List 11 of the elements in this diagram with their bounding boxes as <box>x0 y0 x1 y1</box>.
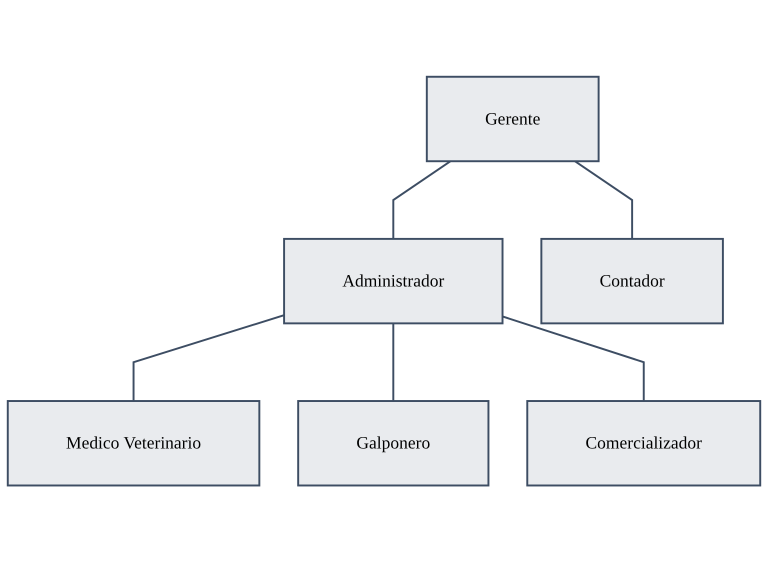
connector <box>574 160 634 240</box>
node-box: Galponero <box>297 400 490 487</box>
node-box: Medico Veterinario <box>6 400 260 487</box>
connector <box>392 324 394 402</box>
node-box: Contador <box>540 238 724 325</box>
connector <box>502 316 645 402</box>
connector <box>392 160 452 240</box>
node-box: Comercializador <box>526 400 762 487</box>
connector <box>132 314 284 402</box>
node-box: Administrador <box>283 238 504 325</box>
node-box: Gerente <box>426 76 600 163</box>
